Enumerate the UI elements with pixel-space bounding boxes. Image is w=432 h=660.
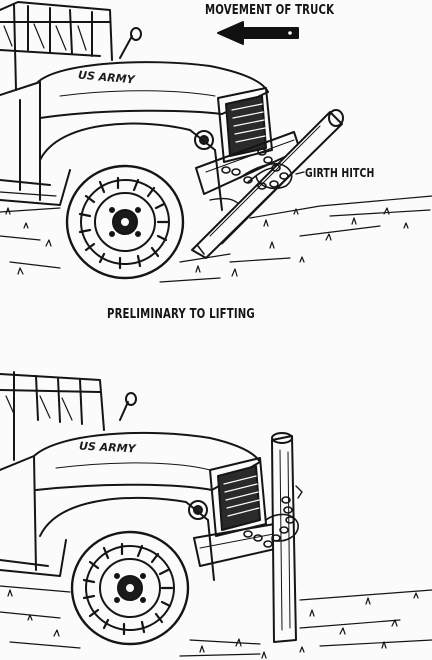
truck-grille-bottom (188, 457, 267, 537)
top-panel (0, 1, 432, 283)
truck-cab-bottom (0, 371, 137, 571)
post-upright (271, 432, 303, 643)
truck-wheel-top (65, 164, 185, 280)
bottom-panel (0, 371, 432, 659)
post-inclined (191, 109, 344, 259)
chain-girth-hitch (221, 148, 305, 190)
chain-lift (243, 496, 299, 548)
ground-bottom (0, 585, 432, 659)
truck-grille-top (194, 87, 273, 163)
truck-wheel-bottom (70, 530, 190, 646)
movement-arrow (217, 21, 299, 45)
ground-top (0, 195, 432, 283)
girth-hitch-label: GIRTH HITCH (305, 166, 375, 180)
preliminary-to-lifting-label: PRELIMINARY TO LIFTING (107, 307, 255, 322)
truck-hood-top (37, 61, 269, 119)
movement-of-truck-label: MOVEMENT OF TRUCK (205, 3, 335, 18)
